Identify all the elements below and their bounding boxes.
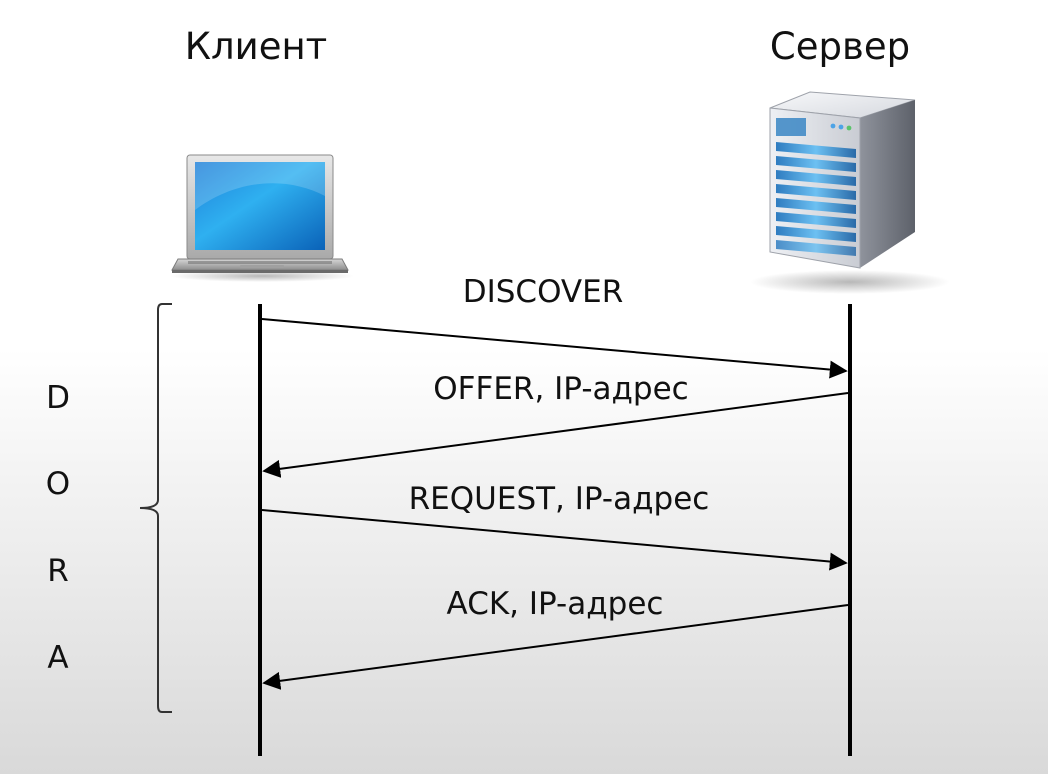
offer-label: OFFER, IP-адрес: [433, 371, 689, 407]
laptop-icon: [170, 154, 354, 282]
dora-letter-a: A: [47, 640, 69, 676]
dora-letter-d: D: [46, 380, 70, 416]
dora-bracket: [139, 303, 172, 713]
server-title: Сервер: [769, 25, 911, 68]
offer-arrow: [262, 392, 849, 478]
discover-label: DISCOVER: [462, 274, 624, 310]
client-title: Клиент: [184, 25, 328, 68]
ack-label: ACK, IP-адрес: [446, 586, 664, 622]
dora-letter-o: O: [45, 466, 71, 502]
request-label: REQUEST, IP-адрес: [408, 481, 710, 517]
dora-letter-r: R: [47, 553, 69, 589]
ack-arrow: [262, 604, 849, 690]
discover-arrow: [261, 318, 848, 379]
server-icon: [750, 91, 950, 294]
request-arrow: [261, 509, 848, 571]
